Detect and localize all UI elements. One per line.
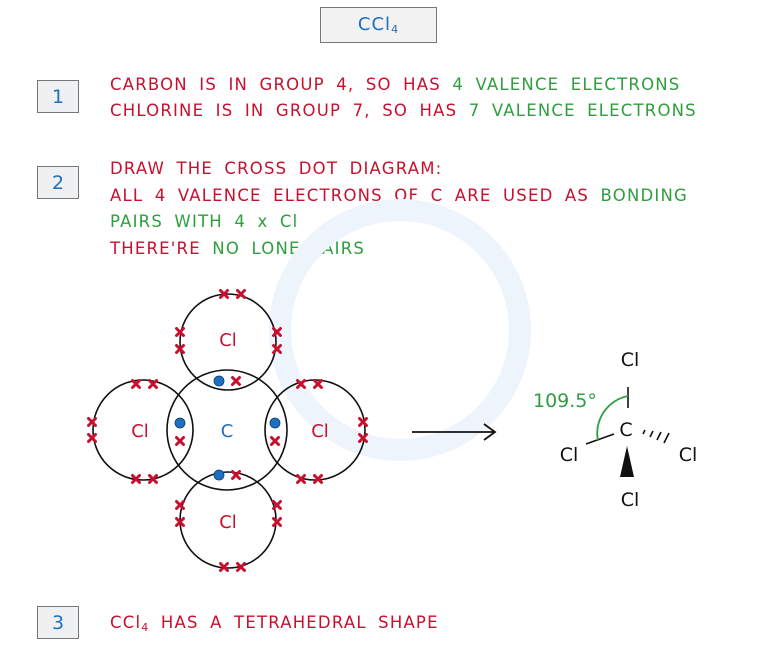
bond-left bbox=[585, 433, 615, 445]
chlorine-shell-left bbox=[92, 379, 194, 481]
electron-dot bbox=[213, 375, 225, 387]
electron-cross bbox=[358, 433, 368, 443]
electron-cross bbox=[219, 289, 229, 299]
electron-cross bbox=[272, 344, 282, 354]
wedge-bond-bottom bbox=[620, 446, 634, 477]
electron-dot bbox=[174, 417, 186, 429]
chlorine-label-right: Cl bbox=[311, 421, 329, 442]
electron-cross bbox=[231, 470, 241, 480]
electron-cross bbox=[175, 436, 185, 446]
arrow-head bbox=[483, 423, 497, 441]
step-2-line-1: DRAW THE CROSS DOT DIAGRAM: bbox=[110, 159, 443, 178]
bond-angle-arc bbox=[596, 395, 629, 442]
electron-cross bbox=[313, 379, 323, 389]
step-1-line-1: CARBON IS IN GROUP 4, SO HAS 4 VALENCE E… bbox=[110, 75, 681, 94]
step-2-badge: 2 bbox=[37, 166, 79, 199]
electron-cross bbox=[272, 327, 282, 337]
electron-cross bbox=[87, 417, 97, 427]
electron-cross bbox=[131, 474, 141, 484]
step-2-line-2: ALL 4 VALENCE ELECTRONS OF C ARE USED AS… bbox=[110, 186, 689, 205]
electron-cross bbox=[296, 379, 306, 389]
step-3-line-1: CCl4 HAS A TETRAHEDRAL SHAPE bbox=[110, 613, 439, 634]
bond-angle-label: 109.5° bbox=[533, 390, 597, 412]
electron-cross bbox=[272, 500, 282, 510]
struct-cl-left: Cl bbox=[560, 444, 579, 466]
chlorine-label-left: Cl bbox=[131, 421, 149, 442]
carbon-label: C bbox=[221, 421, 234, 442]
chlorine-label-top: Cl bbox=[219, 330, 237, 351]
electron-cross bbox=[175, 500, 185, 510]
struct-c: C bbox=[619, 419, 632, 441]
chlorine-label-bottom: Cl bbox=[219, 512, 237, 533]
electron-cross bbox=[231, 376, 241, 386]
step-2-line-3: PAIRS WITH 4 x Cl bbox=[110, 212, 299, 231]
electron-cross bbox=[148, 474, 158, 484]
electron-cross bbox=[175, 327, 185, 337]
struct-cl-right: Cl bbox=[679, 444, 698, 466]
electron-cross bbox=[236, 562, 246, 572]
electron-dot bbox=[269, 417, 281, 429]
carbon-shell bbox=[166, 369, 288, 491]
electron-cross bbox=[175, 517, 185, 527]
electron-cross bbox=[87, 433, 97, 443]
chlorine-shell-bottom bbox=[179, 471, 277, 569]
step-3-badge: 3 bbox=[37, 606, 79, 639]
struct-cl-bottom: Cl bbox=[621, 489, 640, 511]
electron-cross bbox=[358, 417, 368, 427]
electron-dot bbox=[213, 469, 225, 481]
electron-cross bbox=[272, 517, 282, 527]
chlorine-shell-top bbox=[179, 293, 277, 391]
hashed-bond-right bbox=[642, 429, 670, 444]
electron-cross bbox=[313, 474, 323, 484]
electron-cross bbox=[219, 562, 229, 572]
chlorine-shell-right bbox=[264, 379, 366, 481]
step-1-line-2: CHLORINE IS IN GROUP 7, SO HAS 7 VALENCE… bbox=[110, 101, 697, 120]
step-1-badge: 1 bbox=[37, 80, 79, 113]
electron-cross bbox=[175, 344, 185, 354]
electron-cross bbox=[296, 474, 306, 484]
step-2-line-4: THERE'RE NO LONE PAIRS bbox=[110, 239, 366, 258]
struct-cl-top: Cl bbox=[621, 349, 640, 371]
title-box: CCl4 bbox=[320, 7, 437, 43]
electron-cross bbox=[131, 379, 141, 389]
electron-cross bbox=[148, 379, 158, 389]
electron-cross bbox=[270, 436, 280, 446]
electron-cross bbox=[236, 289, 246, 299]
title-formula: CCl4 bbox=[357, 14, 400, 36]
